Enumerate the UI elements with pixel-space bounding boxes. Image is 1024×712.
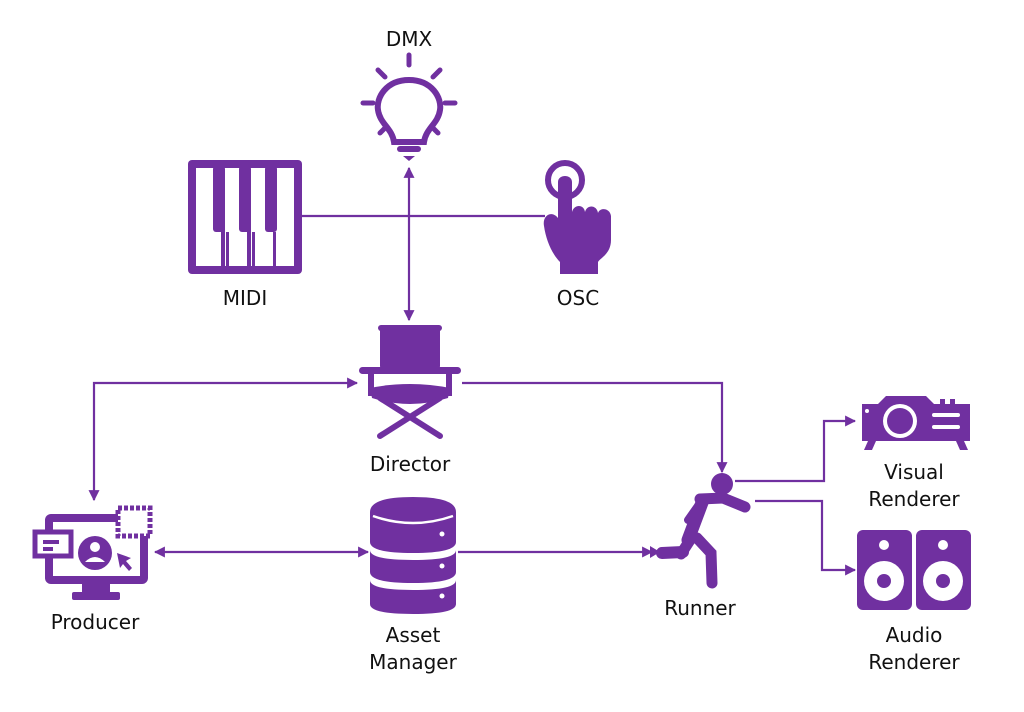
director-chair-icon <box>359 325 461 439</box>
speakers-icon <box>857 530 971 610</box>
piano-keys-icon <box>188 160 302 274</box>
database-icon <box>370 497 456 614</box>
monitor-user-icon <box>32 505 153 600</box>
projector-icon <box>862 396 970 450</box>
node-label-asset-manager: Asset Manager <box>369 623 457 674</box>
node-label-producer: Producer <box>50 610 140 634</box>
node-label-midi: MIDI <box>222 286 268 310</box>
node-label-visual-renderer: Visual Renderer <box>868 460 960 511</box>
running-person-icon <box>650 473 751 589</box>
node-label-audio-renderer: Audio Renderer <box>868 623 960 674</box>
edge-director-producer <box>88 377 359 502</box>
edge-director-runner <box>462 381 728 474</box>
node-label-dmx: DMX <box>385 27 433 51</box>
lightbulb-icon <box>360 52 458 161</box>
edge-runner-visual-renderer <box>735 415 857 483</box>
edge-runner-audio-renderer <box>755 499 857 576</box>
node-label-runner: Runner <box>664 596 736 620</box>
touch-finger-icon <box>543 160 611 274</box>
node-label-osc: OSC <box>556 286 600 310</box>
node-label-director: Director <box>369 452 451 476</box>
